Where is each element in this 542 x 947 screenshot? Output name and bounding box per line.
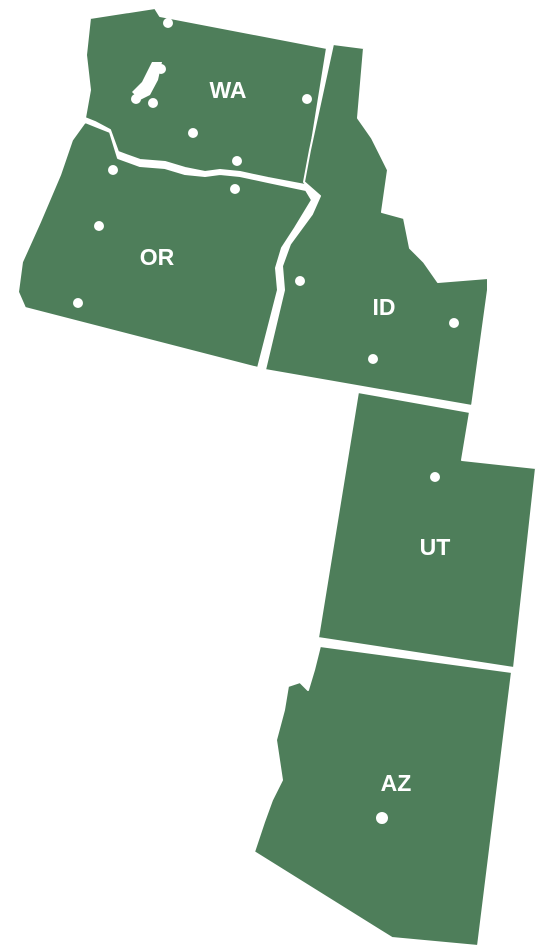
city-dot[interactable] — [302, 94, 312, 104]
state-az[interactable] — [253, 645, 513, 947]
city-dot[interactable] — [230, 184, 240, 194]
city-dot[interactable] — [368, 354, 378, 364]
state-label-id: ID — [373, 294, 396, 320]
state-wa[interactable] — [84, 7, 328, 186]
city-dot[interactable] — [148, 98, 158, 108]
city-dot[interactable] — [449, 318, 459, 328]
state-or[interactable] — [17, 121, 313, 369]
state-label-wa: WA — [209, 77, 246, 103]
city-dot[interactable] — [163, 18, 173, 28]
state-label-az: AZ — [381, 770, 412, 796]
city-dot[interactable] — [131, 94, 141, 104]
state-label-ut: UT — [420, 534, 451, 560]
city-dot[interactable] — [430, 472, 440, 482]
puget-sound-water — [132, 62, 162, 100]
state-label-or: OR — [140, 244, 175, 270]
city-dot[interactable] — [376, 812, 388, 824]
city-markers — [73, 18, 459, 824]
city-dot[interactable] — [295, 276, 305, 286]
city-dot[interactable] — [188, 128, 198, 138]
state-id[interactable] — [264, 43, 489, 407]
city-dot[interactable] — [108, 165, 118, 175]
city-dot[interactable] — [232, 156, 242, 166]
city-dot[interactable] — [94, 221, 104, 231]
city-dot[interactable] — [73, 298, 83, 308]
city-dot[interactable] — [156, 64, 166, 74]
state-ut[interactable] — [317, 391, 537, 669]
